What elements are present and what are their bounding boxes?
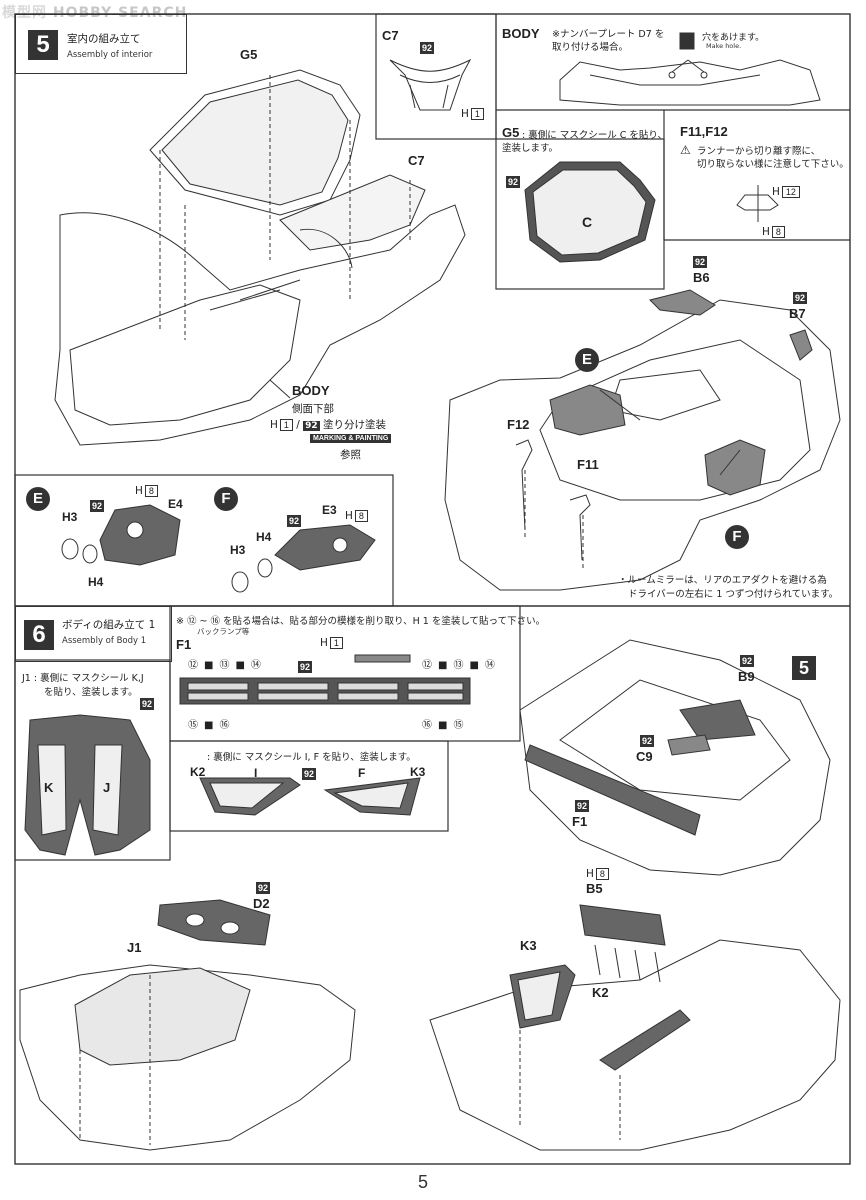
f1-decals-bottom-left: ⑮■⑯ — [188, 720, 236, 731]
j1-note2: を貼り、塗装します。 — [44, 687, 138, 698]
label-b6: B6 — [693, 270, 710, 285]
label-d2: D2 — [253, 896, 270, 911]
sub-e-h4: H4 — [88, 575, 104, 589]
c7-box-title: C7 — [382, 28, 399, 43]
label-b9: B9 — [738, 669, 755, 684]
step6-note-sub: バックランプ等 — [197, 627, 250, 636]
sub-f-color: 92 — [287, 515, 302, 527]
body-box-note: ※ナンバープレート D7 を取り付ける場合。 — [552, 29, 665, 53]
j1-note1: J1 : 裏側に マスクシール K,J — [22, 673, 144, 684]
g5-box-note1: : 裏側に マスクシール C を貼り、 — [522, 130, 668, 141]
step6-note: ※ ⑫ ~ ⑯ を貼る場合は、貼る部分の模様を削り取り、H 1 を塗装して貼って… — [176, 616, 546, 627]
g5-box-note2: 塗装します。 — [502, 143, 559, 154]
marking-painting-tag: MARKING & PAINTING — [310, 434, 392, 443]
g5-color-badge: 92 — [506, 176, 521, 188]
b6-color-badge: 92 — [693, 256, 708, 268]
step5-number: 5 — [28, 30, 58, 60]
step5-title-jp: 室内の組み立て — [67, 33, 141, 45]
g5-mask-c: C — [582, 214, 593, 230]
label-j1: J1 — [127, 940, 142, 955]
k-box-f: F — [358, 766, 366, 780]
sub-e-e4: E4 — [168, 497, 183, 511]
step6-header — [15, 606, 172, 662]
ref-step-5: 5 — [792, 656, 816, 680]
c7-color-badge: 92 — [420, 42, 435, 54]
sub-f-circle: F — [214, 487, 238, 511]
label-sanshou: 参照 — [340, 449, 361, 461]
f1-right-color-badge: 92 — [575, 800, 590, 812]
step6-title-jp: ボディの組み立て 1 — [62, 619, 156, 631]
label-body: BODY — [292, 383, 330, 398]
circle-f-callout: F — [725, 525, 749, 549]
label-k3: K3 — [520, 938, 537, 953]
k-box-i: I — [254, 766, 258, 780]
warning-icon: ⚠ — [680, 143, 691, 157]
label-g5: G5 — [240, 47, 258, 62]
f1-color-badge: 92 — [298, 661, 313, 673]
b7-color-badge: 92 — [793, 292, 808, 304]
k-box-k2: K2 — [190, 765, 206, 779]
j1-mask-k: K — [44, 780, 54, 795]
label-f12: F12 — [507, 417, 530, 432]
f11-box-note2: 切り取らない様に注意して下さい。 — [697, 159, 849, 170]
circle-e-callout: E — [575, 348, 599, 372]
j1-color-badge: 92 — [140, 698, 155, 710]
c9-color-badge: 92 — [640, 735, 655, 747]
mirror-note-1: ・ルームミラーは、リアのエアダクトを避ける為 — [618, 575, 827, 586]
k-box-k3: K3 — [410, 765, 426, 779]
sub-f-h3: H3 — [230, 543, 246, 557]
label-c9: C9 — [636, 749, 653, 764]
sub-f-e3: E3 — [322, 503, 337, 517]
sub-e-circle: E — [26, 487, 50, 511]
b9-color-badge: 92 — [740, 655, 755, 667]
step6-number: 6 — [24, 620, 54, 650]
hole-note-en: Make hole. — [706, 42, 742, 50]
step5-main-drawing — [54, 69, 466, 446]
f1-decals-top-left: ⑫■⑬■⑭ — [188, 660, 267, 671]
k-box-color: 92 — [302, 768, 317, 780]
watermark: 模型网 HOBBY SEARCH — [2, 5, 188, 21]
label-b7: B7 — [789, 306, 806, 321]
step5-header — [15, 14, 187, 74]
mirror-note-2: ドライバーの左右に 1 つずつ付けられています。 — [628, 589, 839, 600]
page-number: 5 — [418, 1172, 429, 1192]
hole-note-jp: 穴をあけます。 — [702, 33, 765, 43]
j1-mask-j: J — [103, 780, 111, 795]
sub-f-h4: H4 — [256, 530, 272, 544]
k-box-note: : 裏側に マスクシール I, F を貼り、塗装します。 — [207, 752, 416, 763]
body-box-title: BODY — [502, 26, 540, 41]
d2-color-badge: 92 — [256, 882, 271, 894]
label-f11: F11 — [577, 457, 599, 472]
f11-box-note1: ランナーから切り離す際に、 — [697, 146, 821, 157]
label-f1-right: F1 — [572, 814, 588, 829]
f1-decals-bottom-right: ⑯■⑮ — [422, 720, 470, 731]
g5-box-title: G5 — [502, 125, 520, 140]
label-c7-main: C7 — [408, 153, 425, 168]
label-k2: K2 — [592, 985, 609, 1000]
label-b5: B5 — [586, 881, 603, 896]
step5-title-en: Assembly of interior — [67, 50, 153, 60]
f11-box-title: F11,F12 — [680, 124, 728, 139]
f1-decals-top-right: ⑫■⑬■⑭ — [422, 660, 501, 671]
sub-e-color: 92 — [90, 500, 105, 512]
sub-e-h3: H3 — [62, 510, 78, 524]
step6-title-en: Assembly of Body 1 — [62, 636, 147, 646]
label-body-note: 側面下部 — [292, 403, 334, 415]
f1-box-title: F1 — [176, 637, 192, 652]
